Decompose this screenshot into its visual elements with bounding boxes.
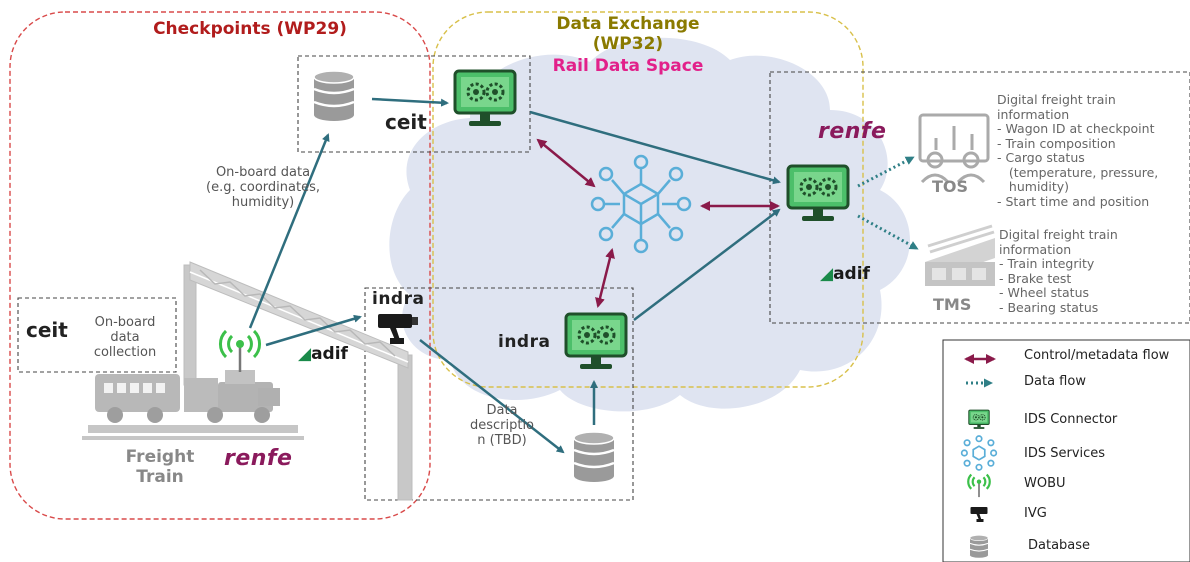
freight-train-label: Freight Train [125,447,195,487]
checkpoints-region [9,11,431,520]
legend-label-data-flow: Data flow [1024,374,1086,389]
legend-database-icon [969,534,989,559]
adif-logo-right: ◢adif [820,264,870,284]
onboard-collection-box [17,297,177,373]
onboard-collection-label: On-board data collection [93,315,157,360]
legend-ivg-icon [970,507,988,522]
legend-label-ivg: IVG [1024,506,1047,521]
data-flow-to-tos [857,156,915,188]
control-arrow-services-indra [595,248,615,308]
tos-icon [918,113,990,184]
arrow-ivg-to-db-bottom [419,339,565,454]
ceit-logo: ceit [385,110,427,134]
rail-data-space-title: Rail Data Space [552,56,704,76]
data-flow-to-tms [857,214,919,250]
tms-label: TMS [933,295,972,314]
ids-services-icon [590,154,692,254]
tos-label: TOS [932,177,969,196]
indra-logo-ivg: indra [372,289,425,309]
onboard-data-label: On-board data (e.g. coordinates, humidit… [206,165,320,210]
tms-info-list: Digital freight train information - Trai… [999,227,1118,315]
ceit-logo-onboard: ceit [26,318,68,342]
ivg-camera-icon [378,314,418,344]
control-arrow-ceit-services [536,138,596,188]
checkpoints-title: Checkpoints (WP29) [153,19,347,39]
data-description-label: Data descriptio n (TBD) [469,403,535,448]
freight-train-icon [82,370,304,440]
data-exchange-region [432,11,864,388]
renfe-adif-box [769,71,1190,324]
rail-data-space-cloud [389,37,911,412]
indra-box [364,287,634,501]
tos-info-list: Digital freight train information - Wago… [997,92,1159,209]
legend-label-wobu: WOBU [1024,476,1066,491]
legend-wobu-icon [967,473,991,498]
indra-logo-connector: indra [498,332,551,352]
wobu-icon [219,329,261,372]
database-icon-bottom [572,430,616,484]
ceit-connector-box [297,55,531,153]
data-exchange-subtitle: (WP32) [592,34,664,54]
arrow-db-to-ceit-connector [371,97,449,107]
renfe-logo-bottom: renfe [224,446,293,471]
tms-icon [925,224,995,286]
arrow-train-to-ivg [265,314,362,347]
arrow-ceit-to-renfe [529,110,781,185]
legend-label-database: Database [1028,538,1091,553]
adif-logo-gantry: ◢adif [298,344,348,364]
legend-label-ids-connector: IDS Connector [1024,412,1118,427]
data-exchange-title: Data Exchange [556,14,700,34]
arrow-wobu-to-db [248,133,330,329]
database-icon-top [312,69,356,123]
legend-label-control-flow: Control/metadata flow [1024,348,1170,363]
legend-ids-services-icon [960,435,998,471]
legend-label-ids-services: IDS Services [1024,446,1106,461]
arrow-indra-to-renfe [633,208,781,321]
renfe-logo-top: renfe [818,119,887,144]
